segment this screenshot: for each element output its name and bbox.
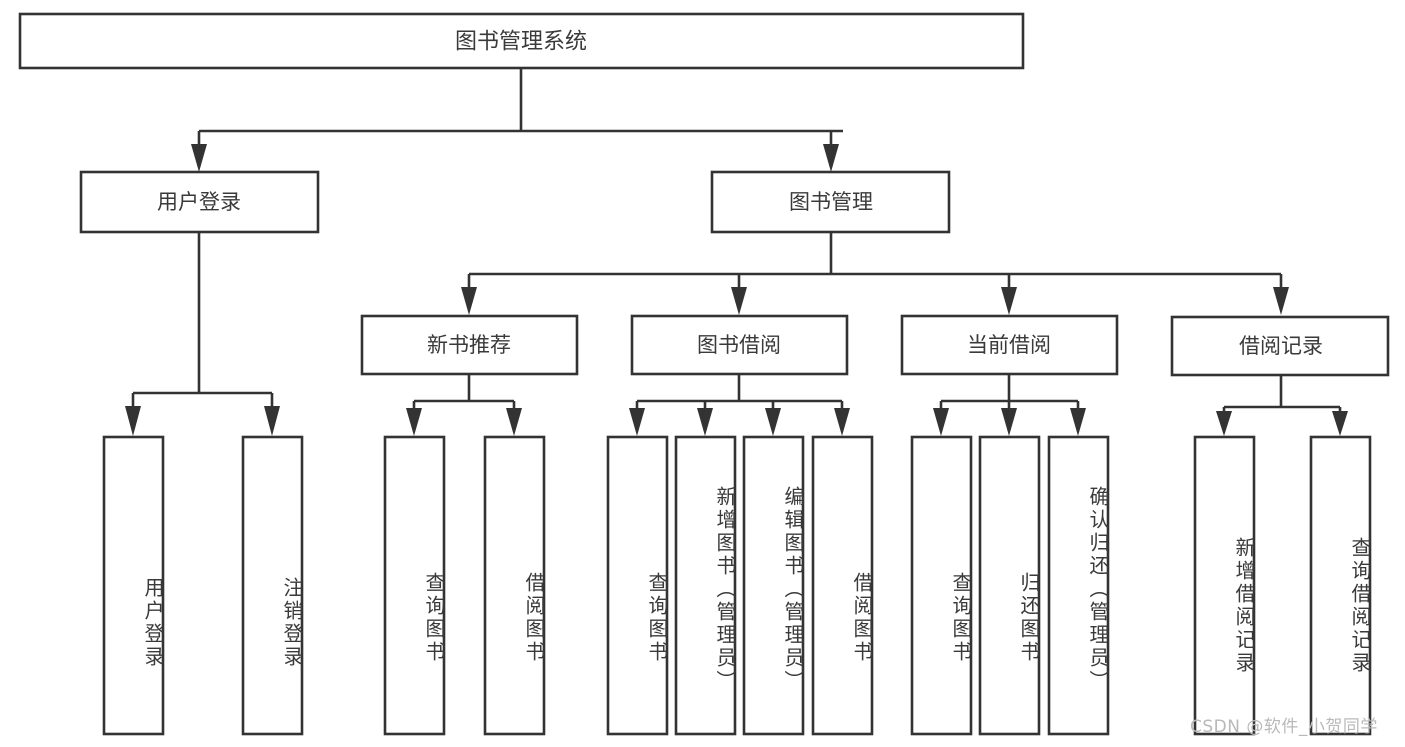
leaf-box-user-login-login[interactable]: [102, 435, 165, 736]
node-new-book-recommend[interactable]: [360, 314, 579, 376]
leaf-box-bookborrow-borrow[interactable]: [811, 435, 874, 736]
arrow-bookmanage-to-borrow-record: [1273, 287, 1289, 315]
connector-layer: [125, 68, 1348, 436]
node-user-login-label: 用户登录: [157, 190, 241, 214]
arrow-newbook-leaf-2: [506, 408, 522, 436]
leaf-box-user-login-logout[interactable]: [241, 435, 304, 736]
arrow-userlogin-leaf-2: [264, 406, 280, 436]
arrow-root-to-book-manage: [823, 144, 839, 172]
leaf-box-bookborrow-add[interactable]: [674, 435, 737, 736]
arrow-bookmanage-to-current-borrow: [1001, 287, 1017, 315]
leaf-box-borrowrecord-add[interactable]: [1193, 435, 1256, 736]
node-user-login[interactable]: [79, 170, 320, 234]
node-current-borrow[interactable]: [900, 314, 1119, 376]
node-book-management[interactable]: [710, 170, 951, 234]
arrow-root-to-user-login: [191, 144, 207, 172]
arrow-bookborrow-leaf-2: [697, 408, 713, 436]
node-current-borrow-label: 当前借阅: [967, 333, 1051, 357]
node-root-label: 图书管理系统: [455, 30, 587, 55]
node-book-borrow-label: 图书借阅: [697, 333, 781, 357]
leaf-box-bookborrow-query[interactable]: [606, 435, 669, 736]
arrow-bookborrow-leaf-4: [834, 408, 850, 436]
arrow-newbook-leaf-1: [406, 408, 422, 436]
node-book-borrow[interactable]: [630, 314, 849, 376]
arrow-bookborrow-leaf-3: [765, 408, 781, 436]
arrow-bookmanage-to-book-borrow: [731, 287, 747, 315]
leaf-box-newbook-borrow[interactable]: [483, 435, 546, 736]
arrow-currentborrow-leaf-1: [933, 408, 949, 436]
node-root-book-management-system[interactable]: [18, 12, 1025, 70]
node-borrow-record[interactable]: [1170, 315, 1390, 377]
leaf-box-currentborrow-confirm[interactable]: [1047, 435, 1110, 736]
leaf-box-bookborrow-edit[interactable]: [742, 435, 805, 736]
arrow-bookborrow-leaf-1: [629, 408, 645, 436]
node-book-management-label: 图书管理: [789, 190, 873, 214]
leaf-box-currentborrow-query[interactable]: [910, 435, 973, 736]
arrow-currentborrow-leaf-2: [1001, 408, 1017, 436]
arrow-borrowrecord-leaf-1: [1216, 411, 1232, 436]
leaf-box-borrowrecord-query[interactable]: [1309, 435, 1372, 736]
leaf-box-currentborrow-return[interactable]: [978, 435, 1041, 736]
node-borrow-record-label: 借阅记录: [1239, 334, 1323, 358]
leaf-box-newbook-query[interactable]: [383, 435, 446, 736]
arrow-currentborrow-leaf-3: [1070, 408, 1086, 436]
node-new-book-recommend-label: 新书推荐: [427, 333, 511, 357]
node-layer: 图书管理系统 用户登录 图书管理 新书推荐 图书借阅 当前借阅 借阅记录: [18, 12, 1390, 736]
csdn-watermark: CSDN @软件_小贺同学: [1190, 717, 1378, 737]
arrow-userlogin-leaf-1: [125, 406, 141, 436]
arrow-borrowrecord-leaf-2: [1332, 411, 1348, 436]
arrow-bookmanage-to-new-book: [461, 287, 477, 315]
